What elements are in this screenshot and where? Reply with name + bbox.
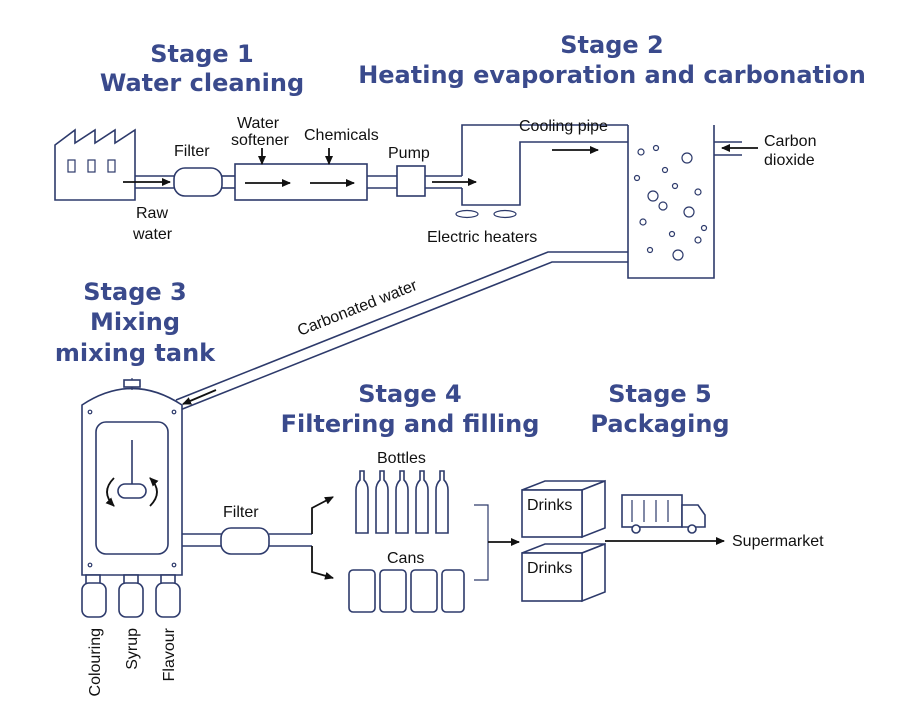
supermarket-label: Supermarket bbox=[732, 533, 824, 550]
raw-water-label-2: water bbox=[132, 226, 173, 243]
raw-water-label-1: Raw bbox=[136, 205, 168, 222]
heater-icon bbox=[455, 209, 517, 219]
carbonated-water-pipe-upper bbox=[175, 251, 628, 401]
filter-2-label: Filter bbox=[223, 504, 259, 521]
bottles-icon bbox=[355, 470, 449, 534]
syrup-container bbox=[118, 574, 144, 618]
drinks-box-lower bbox=[521, 542, 606, 603]
filter-1-label: Filter bbox=[174, 143, 210, 160]
stirrer-icon bbox=[105, 440, 159, 507]
softener-label-2: softener bbox=[231, 132, 289, 149]
flavour-label: Flavour bbox=[161, 627, 178, 681]
pump bbox=[396, 165, 426, 197]
to-cans-arrow bbox=[311, 546, 334, 580]
carbonation-tank bbox=[627, 125, 715, 279]
heater-outer-pipe bbox=[461, 124, 628, 176]
pump-label: Pump bbox=[388, 145, 430, 162]
carbon-dioxide-label-1: Carbon bbox=[764, 133, 816, 150]
stage-4-title: Stage 4 bbox=[358, 380, 461, 408]
drinks-box-upper bbox=[521, 479, 606, 539]
stage-5-title: Stage 5 bbox=[608, 380, 711, 408]
merge-bracket bbox=[474, 504, 489, 581]
heater-inner-pipe bbox=[461, 141, 628, 206]
stage-3-subtitle-2: mixing tank bbox=[55, 339, 216, 367]
colouring-container bbox=[81, 574, 107, 618]
factory-icon bbox=[54, 128, 136, 201]
stage-3-title: Stage 3 bbox=[83, 278, 186, 306]
drinks-label-upper: Drinks bbox=[527, 497, 572, 514]
carbon-dioxide-label-2: dioxide bbox=[764, 152, 815, 169]
to-bottles-arrow bbox=[311, 496, 334, 534]
electric-heaters-label: Electric heaters bbox=[427, 229, 537, 246]
cooling-pipe-label: Cooling pipe bbox=[519, 118, 608, 135]
chemicals-label: Chemicals bbox=[304, 127, 379, 144]
stage-1-subtitle: Water cleaning bbox=[100, 69, 304, 97]
truck-icon bbox=[621, 494, 706, 534]
cans-label: Cans bbox=[387, 550, 424, 567]
bubbles-icon bbox=[633, 144, 708, 261]
drinks-label-lower: Drinks bbox=[527, 560, 572, 577]
bottles-label: Bottles bbox=[377, 450, 426, 467]
stage-4-subtitle: Filtering and filling bbox=[281, 410, 540, 438]
flavour-container bbox=[155, 574, 181, 618]
cans-icon bbox=[348, 569, 465, 613]
colouring-label: Colouring bbox=[87, 628, 104, 696]
softener-label-1: Water bbox=[237, 115, 280, 132]
carbonated-water-arrow bbox=[182, 389, 217, 405]
carbonated-water-label: Carbonated water bbox=[295, 277, 420, 340]
stage-1-title: Stage 1 bbox=[150, 40, 253, 68]
filter-1 bbox=[173, 167, 223, 197]
stage-2-subtitle: Heating evaporation and carbonation bbox=[358, 61, 866, 89]
stage-3-subtitle: Mixing bbox=[90, 308, 180, 336]
stage-5-subtitle: Packaging bbox=[590, 410, 729, 438]
filter-2 bbox=[220, 527, 270, 555]
syrup-label: Syrup bbox=[124, 628, 141, 670]
softener-tank bbox=[234, 163, 368, 201]
stage-2-title: Stage 2 bbox=[560, 31, 663, 59]
carbonated-water-pipe-lower bbox=[179, 261, 628, 411]
